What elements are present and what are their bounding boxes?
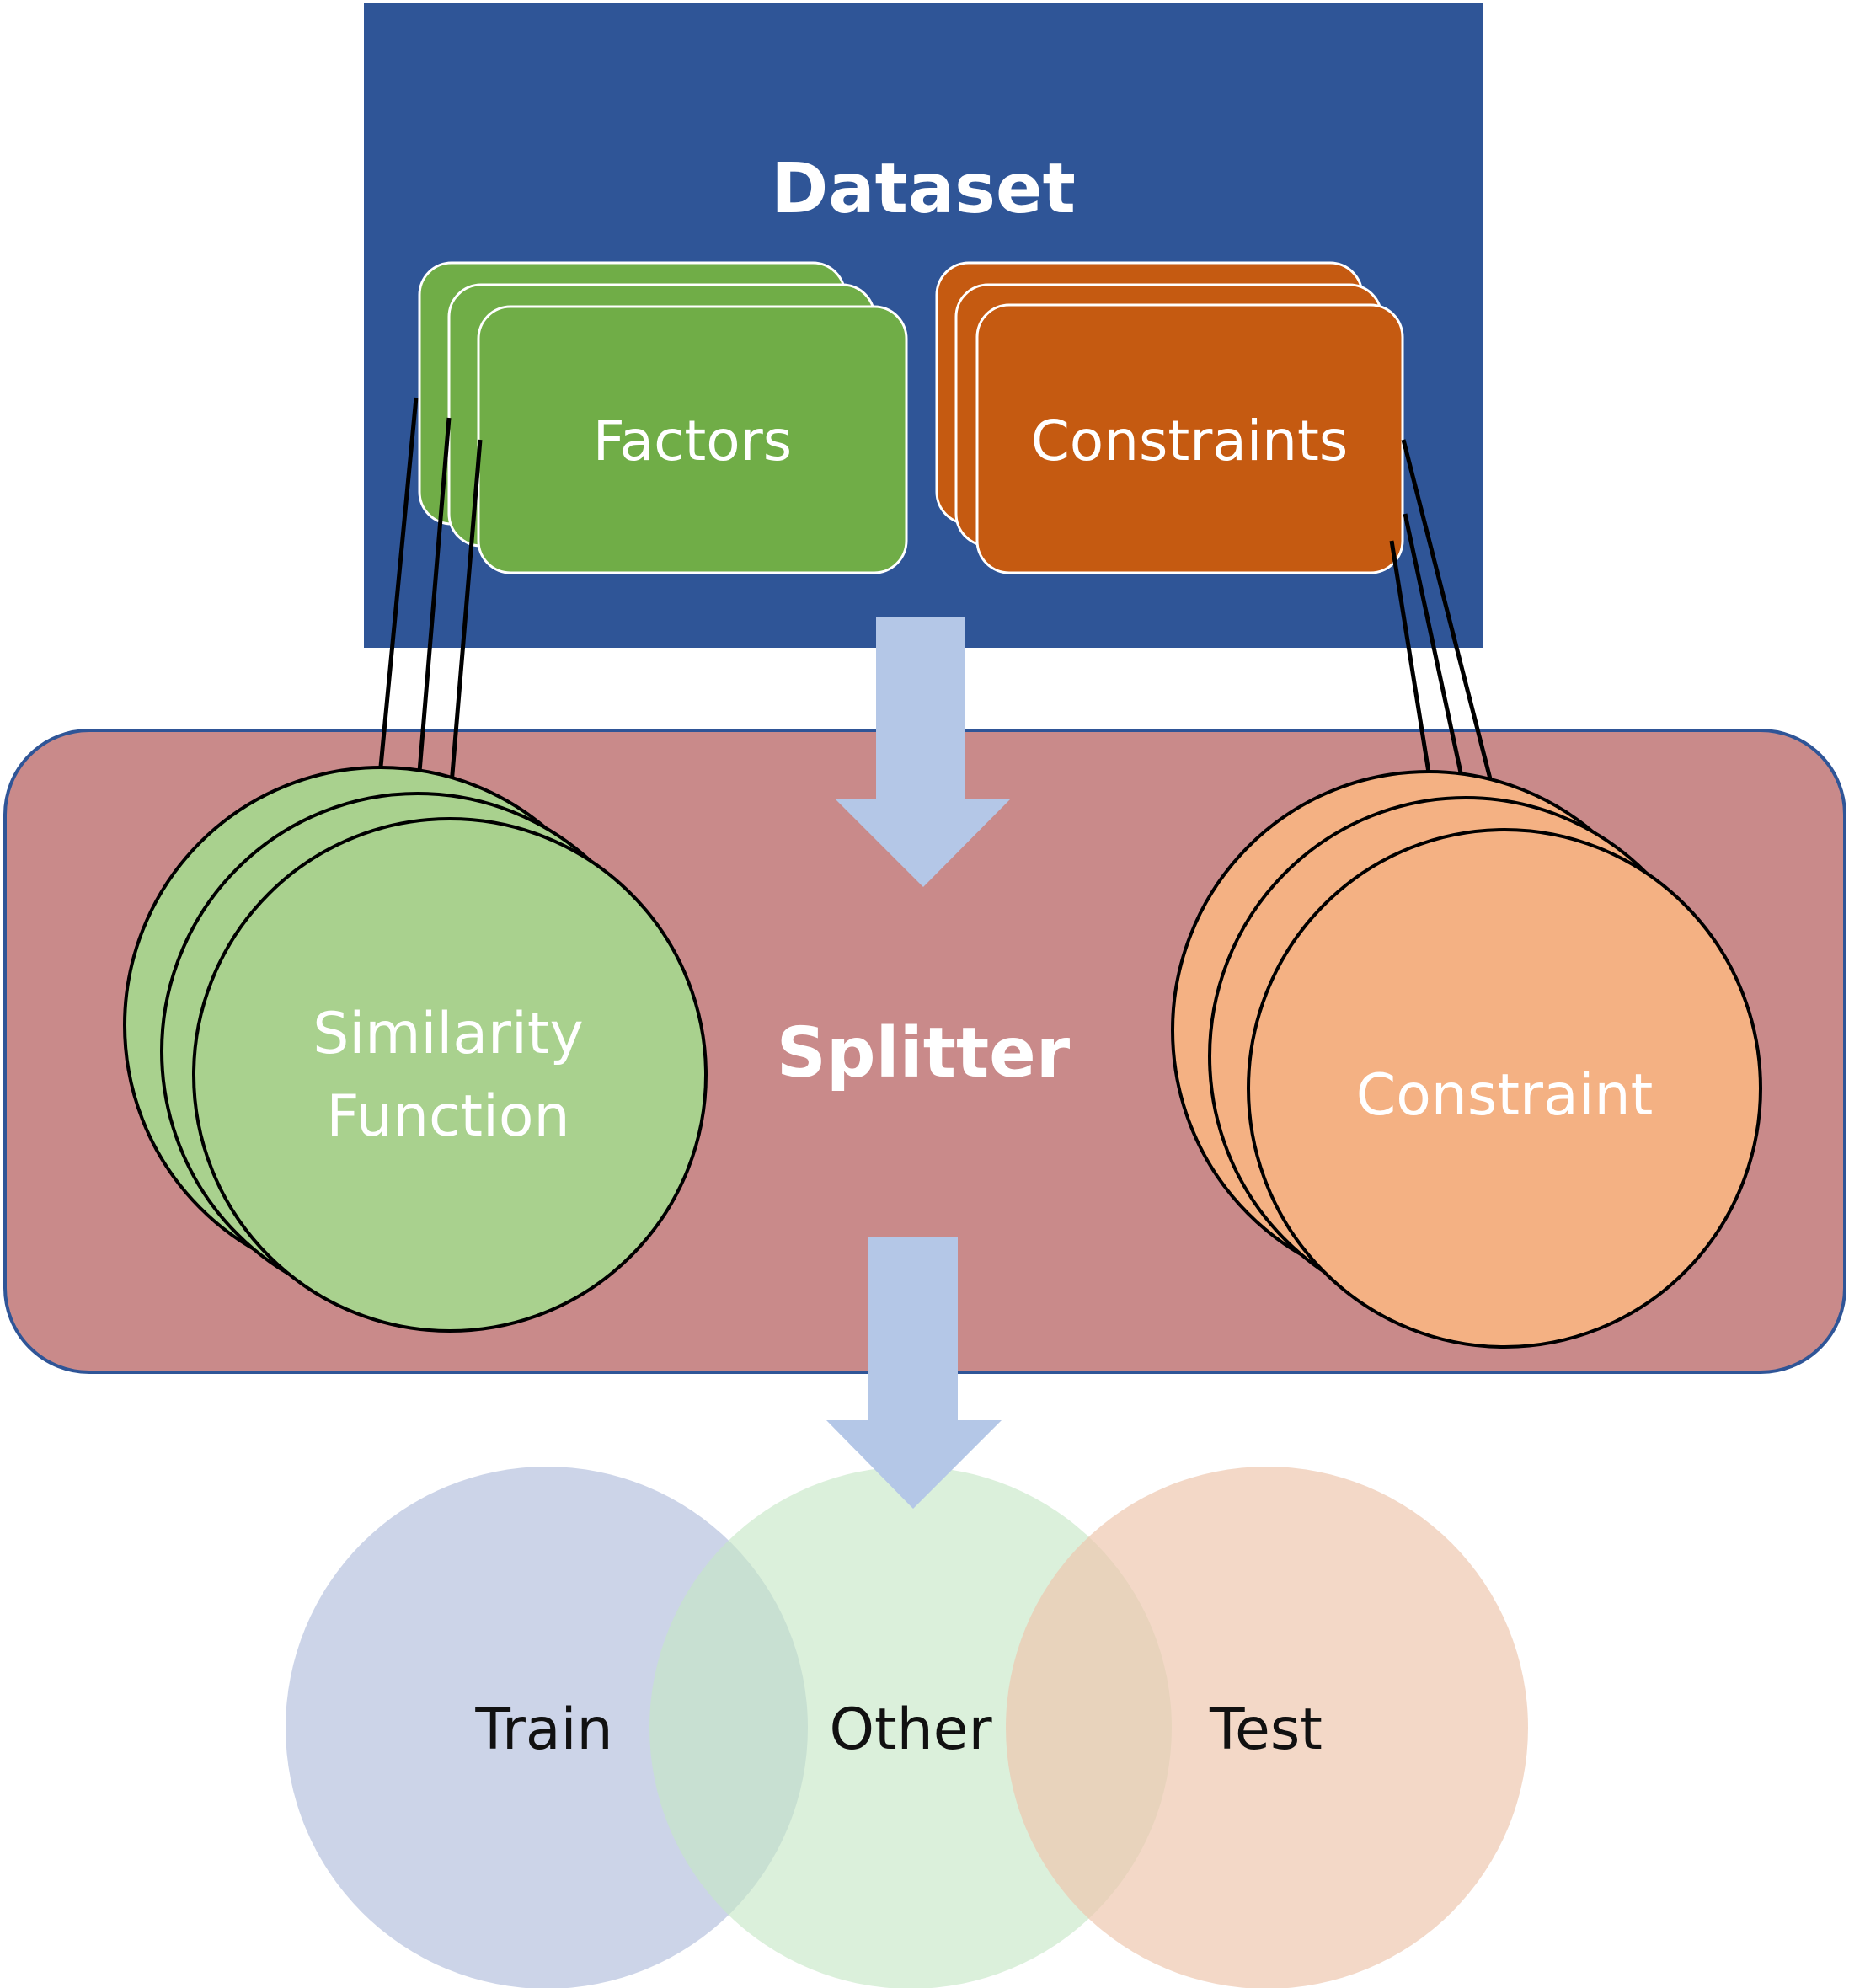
split-venn bbox=[286, 1467, 1528, 1988]
constraints-connector-line bbox=[1389, 540, 1431, 773]
factors-connector-line bbox=[415, 417, 452, 793]
train-circle bbox=[286, 1467, 808, 1988]
similarity-label-line1: Similarity bbox=[313, 1001, 584, 1067]
factors-connectors bbox=[378, 397, 483, 815]
constraint-label: Constraint bbox=[1356, 1062, 1654, 1129]
factors-connector-line bbox=[378, 397, 419, 767]
constraint-circle-front bbox=[1247, 828, 1762, 1349]
train-label: Train bbox=[474, 1697, 612, 1763]
constraint-stack: Constraint bbox=[1171, 770, 1762, 1349]
constraints-connector-line bbox=[1401, 439, 1507, 836]
constraints-card-front bbox=[975, 303, 1404, 574]
other-label: Other bbox=[829, 1697, 991, 1763]
similarity-label-line2: Function bbox=[326, 1083, 569, 1150]
dataset-title: Dataset bbox=[771, 149, 1076, 229]
similarity-function-stack: Similarity Function bbox=[123, 766, 708, 1333]
factors-card-stack: Factors bbox=[418, 261, 908, 574]
constraints-connector-line bbox=[1403, 513, 1468, 797]
dataset-to-splitter-arrow bbox=[836, 617, 1010, 887]
splitter-title: Splitter bbox=[777, 1013, 1071, 1093]
constraints-label: Constraints bbox=[1031, 409, 1349, 473]
splitter-to-output-arrow bbox=[826, 1237, 1002, 1509]
constraints-card-stack: Constraints bbox=[935, 261, 1404, 574]
constraints-connectors bbox=[1389, 439, 1507, 836]
factors-connector-line bbox=[446, 439, 483, 815]
test-label: Test bbox=[1209, 1697, 1323, 1763]
similarity-circle-front bbox=[192, 817, 708, 1333]
test-circle bbox=[1006, 1467, 1528, 1988]
factors-label: Factors bbox=[593, 409, 792, 473]
